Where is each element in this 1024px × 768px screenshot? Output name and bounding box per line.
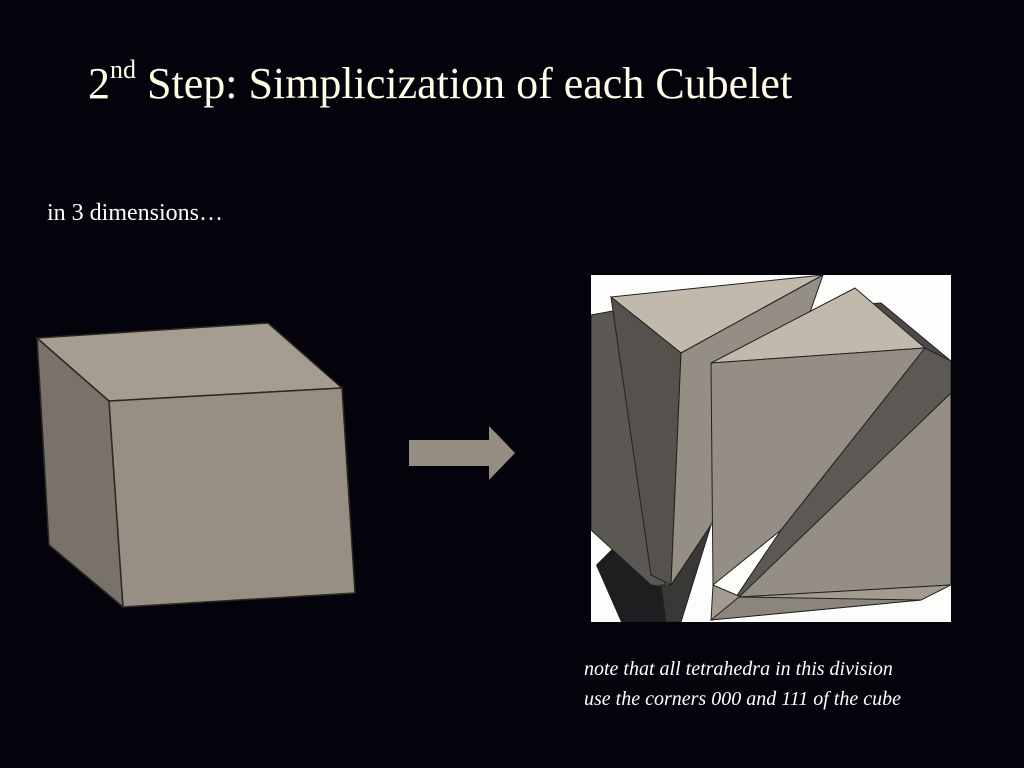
subtitle: in 3 dimensions…: [47, 200, 224, 226]
title-number: 2: [88, 59, 110, 108]
note-line-2: use the corners 000 and 111 of the cube: [584, 688, 901, 710]
tetrahedra-panel: [591, 275, 951, 622]
tetrahedra-division-illustration: [591, 275, 951, 622]
title-text: Step: Simplicization of each Cubelet: [136, 59, 793, 108]
title-superscript: nd: [110, 55, 136, 85]
note-text: note that all tetrahedra in this divisio…: [584, 654, 901, 714]
cube-front-face: [108, 387, 356, 608]
note-line-1: note that all tetrahedra in this divisio…: [584, 658, 893, 680]
slide-title: 2nd Step: Simplicization of each Cubelet: [88, 56, 792, 112]
